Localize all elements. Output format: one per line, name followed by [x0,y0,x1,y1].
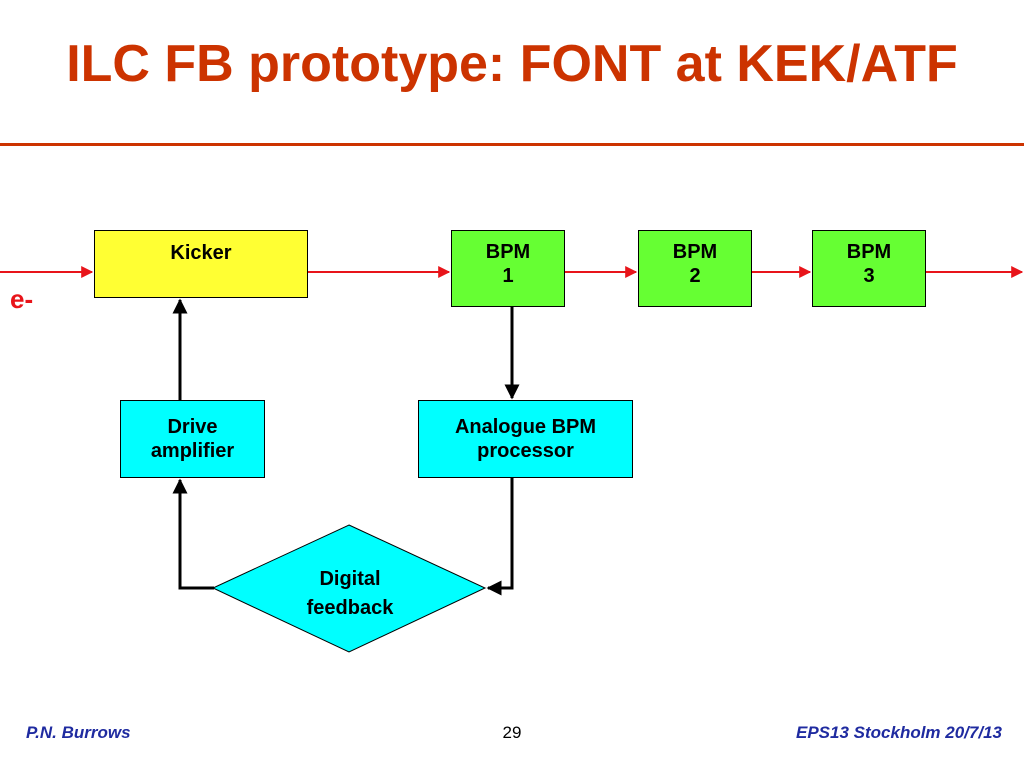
bpm2-box: BPM 2 [638,230,752,307]
drive-amplifier-line2: amplifier [150,440,235,462]
analogue-processor-box: Analogue BPM processor [418,400,633,478]
bpm3-box: BPM 3 [812,230,926,307]
footer-author: P.N. Burrows [26,723,131,742]
bpm3-label-line2: 3 [863,265,875,287]
bpm2-label-line2: 2 [689,265,701,287]
analogue-processor-line2: processor [477,440,574,462]
electron-beam-label: e- [10,284,34,314]
bpm3-label-line1: BPM [846,241,892,263]
bpm1-box: BPM 1 [451,230,565,307]
drive-amplifier-box: Drive amplifier [120,400,265,478]
digital-feedback-diamond [211,524,487,653]
arrow-processor-to-feedback [486,478,514,596]
digital-feedback-line1: Digital [319,568,381,590]
slide-title: ILC FB prototype: FONT at KEK/ATF [66,35,958,93]
kicker-box: Kicker [94,230,308,298]
digital-feedback-line2: feedback [306,597,394,619]
drive-amplifier-line1: Drive [167,416,218,438]
bpm2-label-line1: BPM [672,241,718,263]
title-divider [0,143,1024,146]
bpm1-label-line2: 1 [502,265,514,287]
arrow-feedback-to-drive [172,478,214,590]
kicker-label: Kicker [170,242,232,264]
footer-page-number: 29 [502,723,522,742]
digital-feedback-label: Digital feedback [270,565,430,623]
bpm1-label-line1: BPM [485,241,531,263]
analogue-processor-line1: Analogue BPM [454,416,597,438]
footer-event: EPS13 Stockholm 20/7/13 [796,723,1002,742]
